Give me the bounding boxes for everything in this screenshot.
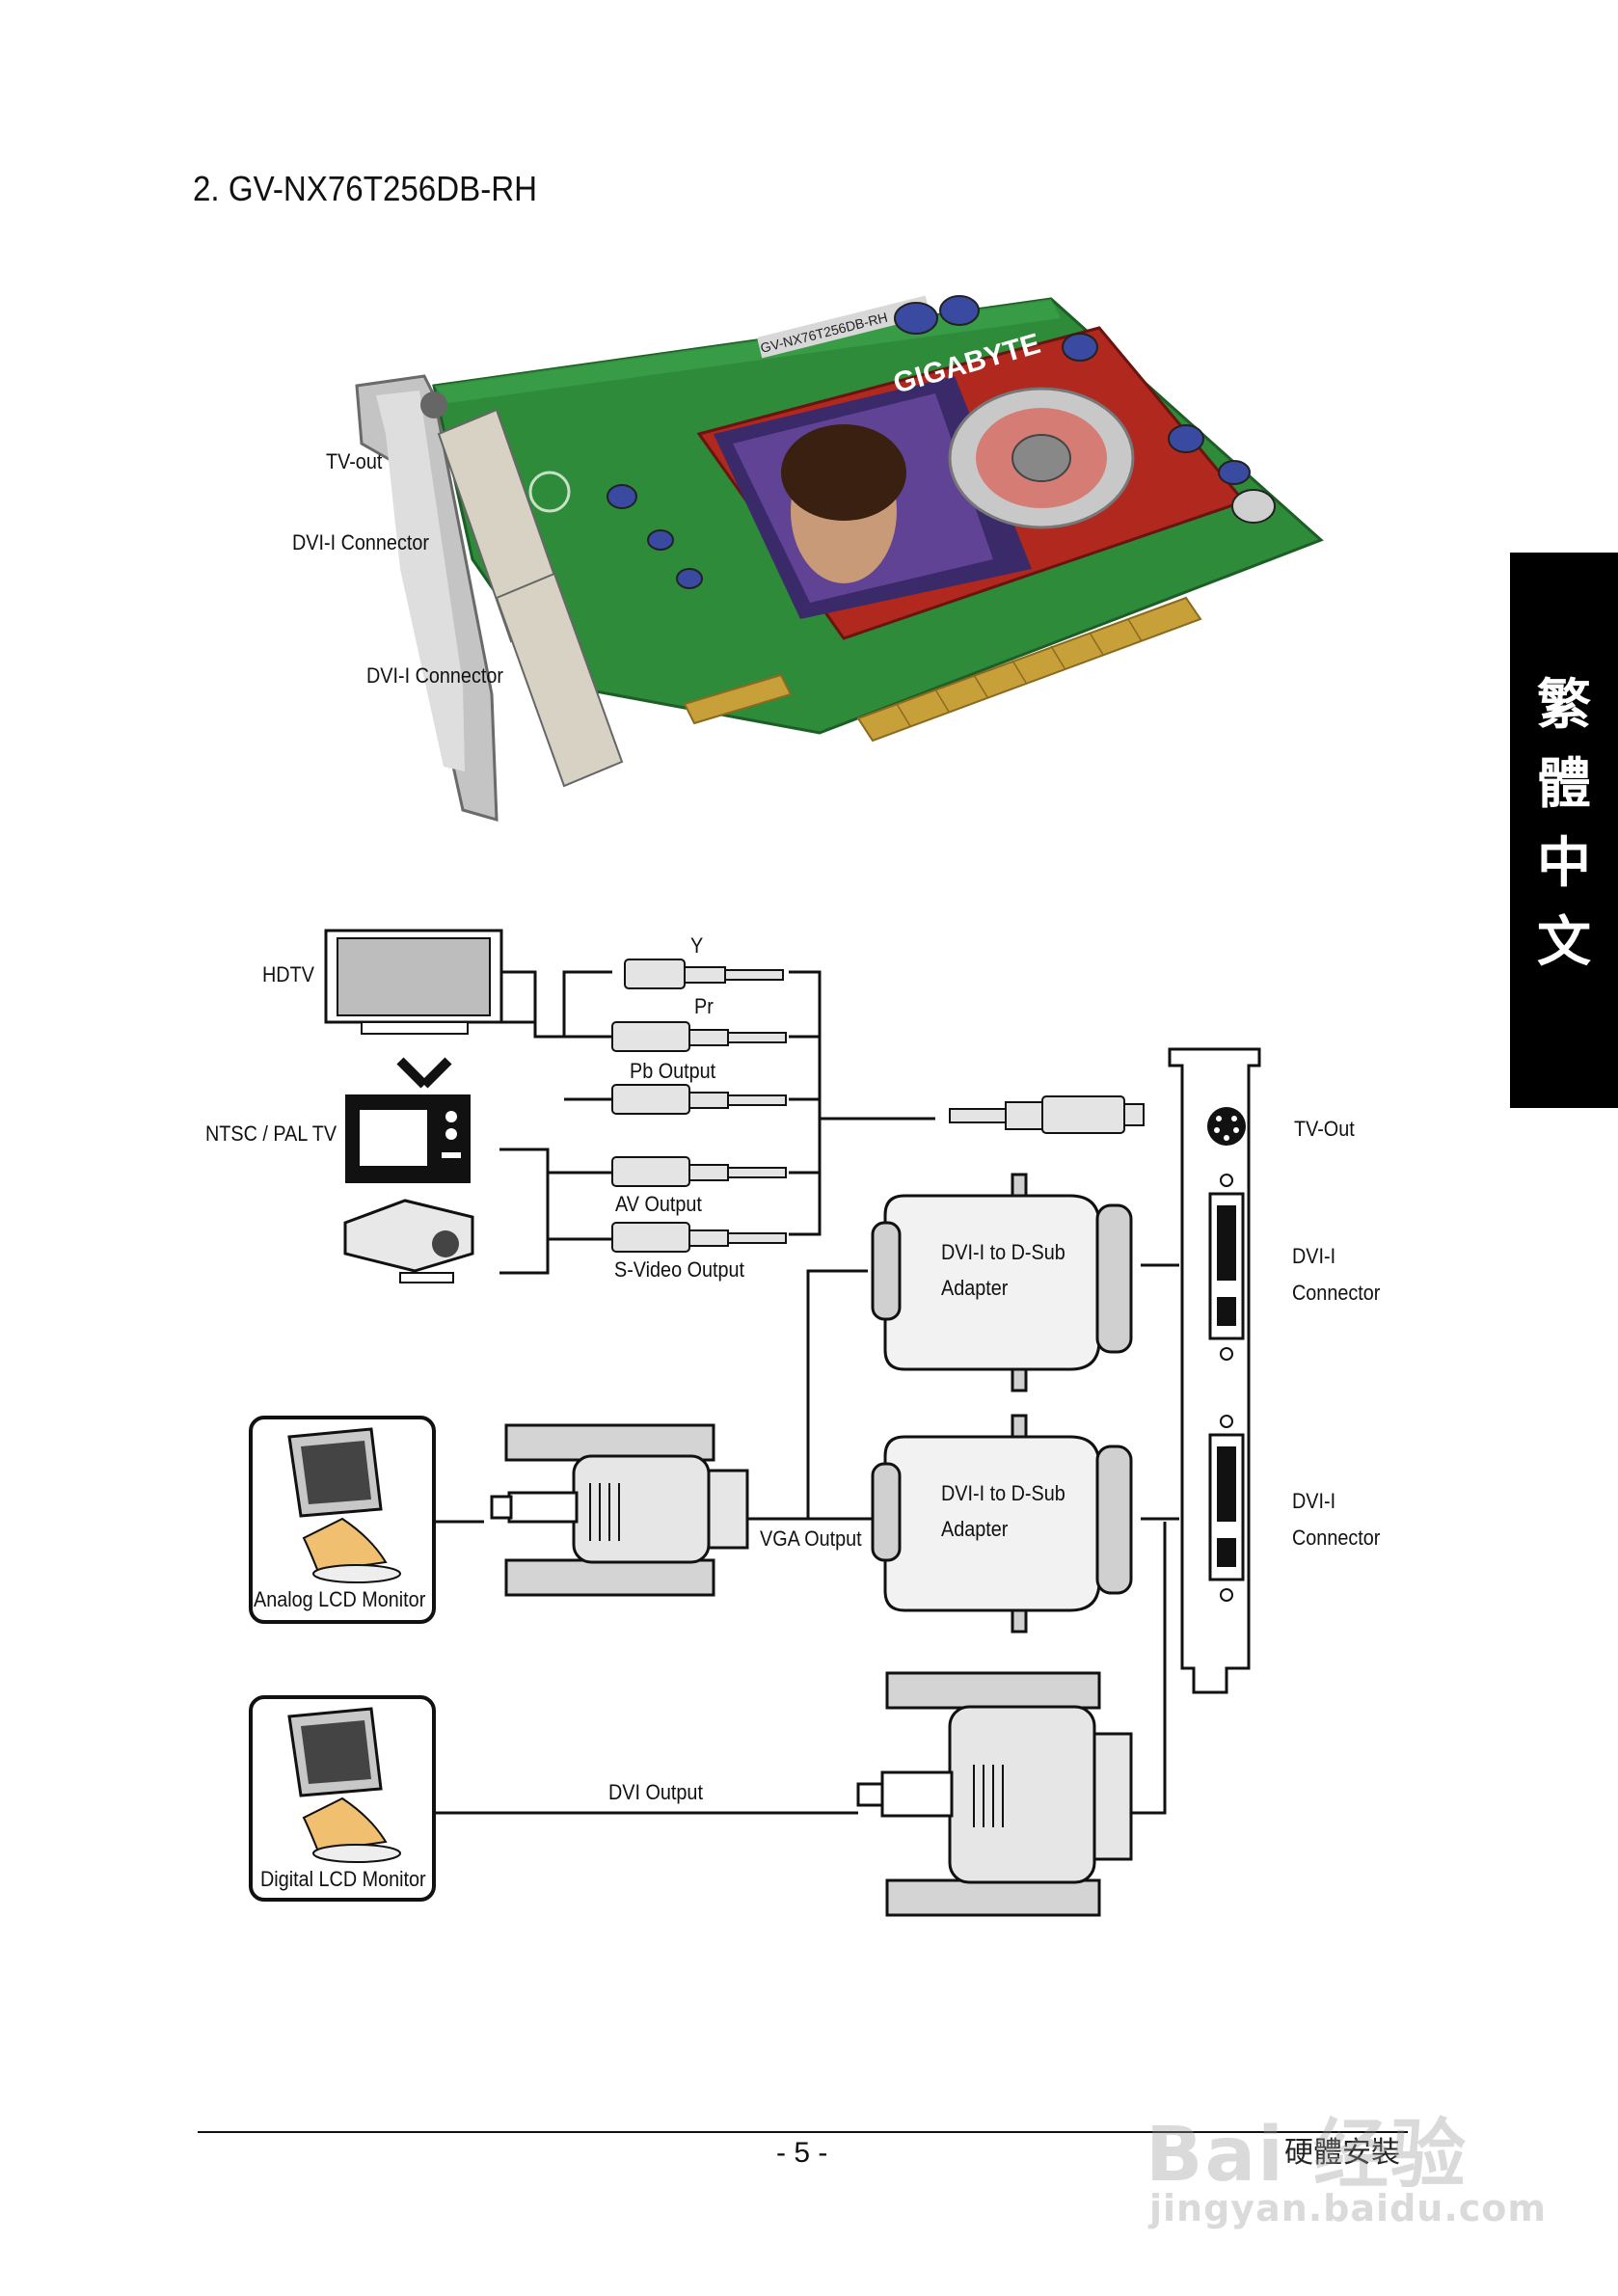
side-tab-char: 中	[1537, 831, 1591, 895]
language-side-tab: 繁 體 中 文	[1510, 553, 1618, 1108]
hdtv-label: HDTV	[262, 962, 314, 986]
svideo-output-label: S-Video Output	[614, 1257, 745, 1282]
pr-label: Pr	[694, 994, 714, 1018]
graphics-card-photo: GIGABYTE GV-NX76T256DB-RH	[355, 295, 1324, 823]
footer-rule	[198, 2131, 1408, 2133]
footer-section-title: 硬體安裝	[1284, 2136, 1400, 2170]
pb-output-label: Pb Output	[630, 1059, 716, 1083]
photo-label-tv-out: TV-out	[326, 449, 383, 473]
dvi-plug-shape	[856, 1671, 1133, 1917]
dvi-port-2-label-line1: DVI-I	[1292, 1489, 1336, 1513]
tv-out-port-label: TV-Out	[1294, 1117, 1355, 1141]
side-tab-char: 文	[1537, 910, 1591, 974]
projector-icon	[343, 1199, 474, 1283]
photo-label-dvi-connector-1: DVI-I Connector	[292, 530, 429, 554]
adapter-2-label-line2: Adapter	[941, 1517, 1009, 1541]
vga-output-label: VGA Output	[760, 1526, 862, 1551]
analog-monitor-label: Analog LCD Monitor	[254, 1587, 426, 1611]
av-output-label: AV Output	[615, 1192, 702, 1216]
watermark-logo: Bai 经验	[1146, 2112, 1468, 2199]
watermark-url: jingyan.baidu.com	[1149, 2187, 1547, 2229]
card-bracket-shape	[1168, 1047, 1261, 1694]
dvi-output-label: DVI Output	[608, 1780, 703, 1804]
page-title: 2. GV-NX76T256DB-RH	[193, 169, 538, 208]
page-number: - 5 -	[776, 2137, 828, 2169]
side-tab-char: 體	[1537, 752, 1591, 816]
dvi-port-1-label-line1: DVI-I	[1292, 1244, 1336, 1268]
side-tab-char: 繁	[1537, 673, 1591, 737]
y-label: Y	[690, 933, 704, 958]
adapter-2-label-line1: DVI-I to D-Sub	[941, 1481, 1065, 1505]
vga-plug-shape	[490, 1423, 749, 1597]
ntsc-pal-tv-label: NTSC / PAL TV	[205, 1121, 337, 1146]
adapter-1-label-line1: DVI-I to D-Sub	[941, 1240, 1065, 1264]
dvi-port-1-label-line2: Connector	[1292, 1281, 1381, 1305]
dvi-port-2-label-line2: Connector	[1292, 1526, 1381, 1550]
tv-icon	[345, 1057, 471, 1183]
photo-label-dvi-connector-2: DVI-I Connector	[366, 663, 503, 688]
hdtv-icon	[324, 929, 503, 1035]
adapter-1-label-line2: Adapter	[941, 1276, 1009, 1300]
digital-monitor-label: Digital LCD Monitor	[260, 1867, 426, 1891]
